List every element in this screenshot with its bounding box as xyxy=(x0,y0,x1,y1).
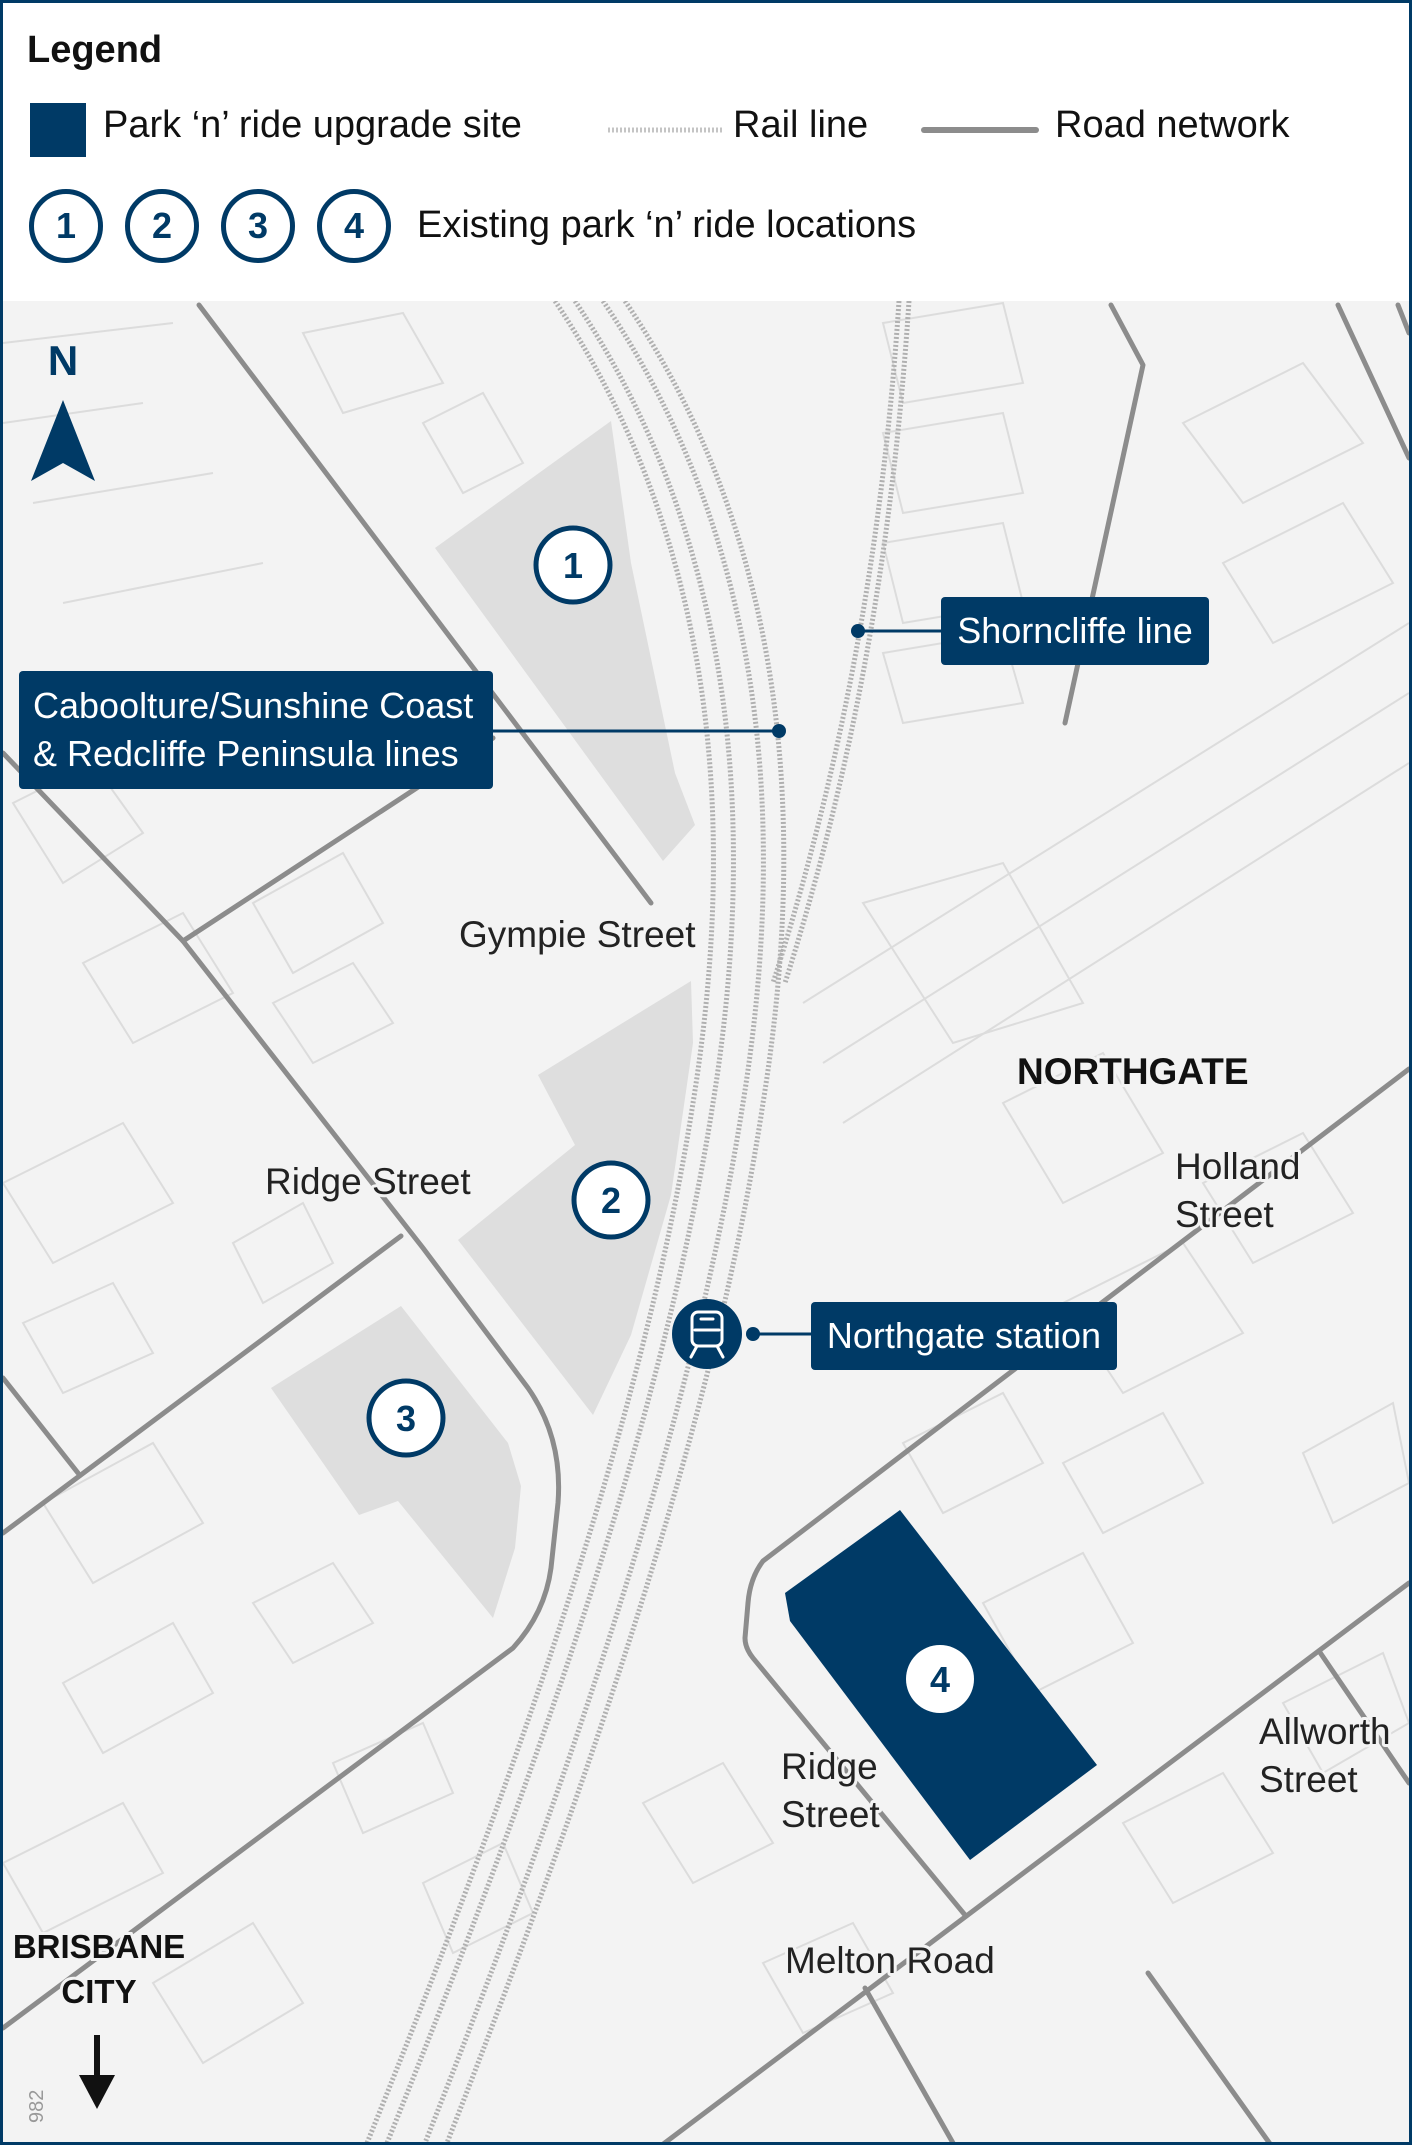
property-lots xyxy=(3,301,1409,2065)
legend-site-number: 4 xyxy=(343,205,365,246)
site-1-number: 1 xyxy=(563,545,583,586)
site-2-number: 2 xyxy=(601,1180,621,1221)
site-4-badge xyxy=(906,1645,974,1713)
map-canvas: 1 2 3 4 N Shorncliffe line Caboolture/Su… xyxy=(3,301,1409,2142)
legend: Legend Park ‘n’ ride upgrade site Rail l… xyxy=(3,3,1409,303)
figure-number: 982 xyxy=(26,2090,48,2123)
caboolture-rail-track-2 xyxy=(384,301,736,2142)
upgrade-site-label: Park ‘n’ ride upgrade site xyxy=(103,104,522,146)
holland-street-label-2: Street xyxy=(1175,1194,1274,1235)
caboolture-rail-track-3 xyxy=(422,301,766,2142)
ridge-street-lower-label-2: Street xyxy=(781,1794,880,1835)
legend-site-number: 3 xyxy=(247,205,269,246)
legend-site-number: 1 xyxy=(55,205,77,246)
park-site-1-area xyxy=(435,421,695,861)
road-lower-right xyxy=(1145,1970,1272,2142)
ridge-street-lower-road xyxy=(862,1985,956,2142)
gympie-street-label: Gympie Street xyxy=(459,914,696,955)
site-3-number: 3 xyxy=(396,1398,416,1439)
caboolture-rail-track-4 xyxy=(444,301,787,2142)
suburb-label: NORTHGATE xyxy=(1017,1051,1249,1092)
caboolture-rail-track-1 xyxy=(364,301,716,2142)
site-2-badge xyxy=(571,1160,651,1240)
caboolture-callout-line-1: Caboolture/Sunshine Coast xyxy=(33,685,473,726)
legend-site-number: 2 xyxy=(151,205,173,246)
direction-label-1: BRISBANE xyxy=(13,1928,185,1965)
melton-road-road xyxy=(661,1580,1409,2142)
gympie-street-road xyxy=(196,302,654,906)
allworth-street-road xyxy=(1316,1648,1409,1786)
road-top-right-2 xyxy=(1335,302,1409,461)
site-3-badge xyxy=(366,1378,446,1458)
site-1-badge xyxy=(533,525,613,605)
road-top-right-3 xyxy=(1395,302,1409,336)
direction-label-2: CITY xyxy=(61,1973,136,2010)
train-icon xyxy=(689,1310,725,1359)
ridge-street-upper-road xyxy=(3,750,562,2031)
legend-site-badge: 1 xyxy=(29,189,103,263)
road-network-swatch xyxy=(921,127,1039,133)
holland-street-road xyxy=(742,1066,1409,1918)
shorncliffe-callout: Shorncliffe line xyxy=(957,610,1192,651)
existing-locations-label: Existing park ‘n’ ride locations xyxy=(417,204,917,246)
rail-line-label: Rail line xyxy=(733,104,869,146)
holland-street-label-1: Holland xyxy=(1175,1146,1300,1187)
road-network-label: Road network xyxy=(1055,104,1290,146)
cross-road-middle xyxy=(3,1233,404,1536)
south-arrow-icon xyxy=(79,2035,115,2109)
ridge-street-upper-label: Ridge Street xyxy=(265,1161,471,1202)
legend-site-badge: 3 xyxy=(221,189,295,263)
legend-title: Legend xyxy=(27,29,163,71)
street-labels: Gympie Street Ridge Street Holland Stree… xyxy=(262,911,1394,1984)
site-4-number: 4 xyxy=(930,1659,950,1700)
ridge-street-lower-label-1: Ridge xyxy=(781,1746,878,1787)
caboolture-leader-dot xyxy=(772,724,786,738)
shorncliffe-rail-track-2 xyxy=(782,301,912,984)
park-site-3-area xyxy=(271,1306,521,1618)
legend-site-badge: 2 xyxy=(125,189,199,263)
allworth-street-label-1: Allworth xyxy=(1259,1711,1391,1752)
allworth-street-label-2: Street xyxy=(1259,1759,1358,1800)
caboolture-callout-box xyxy=(19,671,493,789)
side-road-left xyxy=(3,1375,81,1476)
station-leader-dot xyxy=(746,1327,760,1341)
shorncliffe-leader-dot xyxy=(851,624,865,638)
legend-site-badge: 4 xyxy=(317,189,391,263)
rail-lines xyxy=(364,301,912,2142)
train-station-icon xyxy=(672,1299,742,1369)
rail-line-swatch xyxy=(608,127,723,133)
station-callout: Northgate station xyxy=(827,1315,1101,1356)
shorncliffe-rail-track-1 xyxy=(770,301,902,984)
shorncliffe-callout-box xyxy=(941,597,1209,665)
caboolture-callout-line-2: & Redcliffe Peninsula lines xyxy=(33,733,459,774)
north-label: N xyxy=(48,337,78,384)
station-callout-box xyxy=(811,1302,1117,1370)
north-arrow-icon xyxy=(31,400,95,481)
melton-road-label: Melton Road xyxy=(785,1940,995,1981)
upgrade-site-swatch xyxy=(30,103,86,157)
